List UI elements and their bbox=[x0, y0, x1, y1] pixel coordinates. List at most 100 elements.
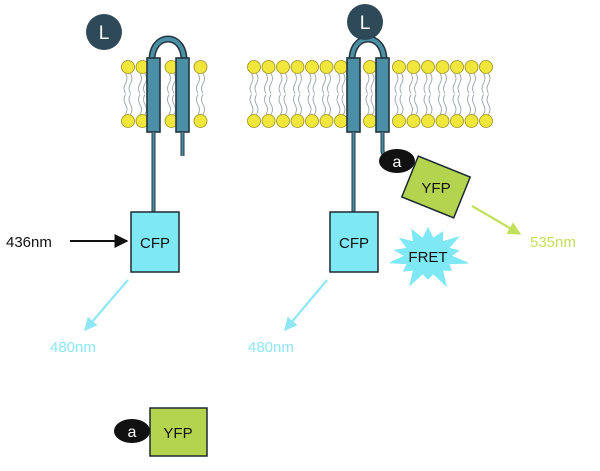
right-ligand-label: L bbox=[360, 13, 371, 34]
lipid-tail bbox=[269, 73, 273, 115]
left-receptor-helix-1 bbox=[146, 57, 161, 133]
lipid-head-icon bbox=[450, 60, 464, 74]
right-panel: L a YFP CFP FRET 535nm 480nm bbox=[247, 4, 576, 356]
lipid-head-icon bbox=[334, 60, 348, 74]
free-binder-label: a bbox=[128, 424, 137, 441]
lipid-head-icon bbox=[392, 114, 406, 128]
lipid-tail bbox=[201, 73, 205, 115]
lipid-head-icon bbox=[290, 114, 305, 128]
lipid-head-icon bbox=[276, 114, 290, 128]
lipid-tail bbox=[278, 73, 283, 115]
lipid-tail bbox=[322, 73, 326, 115]
left-panel: L CFP 436nm 480nm bbox=[6, 14, 208, 356]
lipid-tail bbox=[481, 73, 486, 115]
lipid-head-icon bbox=[464, 114, 479, 128]
lipid-tail bbox=[143, 73, 147, 115]
lipid-head-icon bbox=[276, 60, 290, 74]
lipid-head-icon bbox=[392, 60, 406, 74]
free-probe: YFP a bbox=[114, 407, 208, 457]
fret-label: FRET bbox=[408, 249, 447, 266]
lipid-head-icon bbox=[319, 60, 334, 74]
right-binder-label: a bbox=[393, 154, 402, 171]
lipid-head-icon bbox=[421, 114, 435, 128]
free-yfp-label: YFP bbox=[163, 425, 192, 442]
left-emission-label: 480nm bbox=[50, 339, 96, 356]
lipid-tail bbox=[341, 73, 346, 115]
lipid-tail bbox=[409, 73, 413, 115]
lipid-head-icon bbox=[247, 60, 261, 74]
lipid-tail bbox=[423, 73, 428, 115]
lipid-tail bbox=[298, 73, 302, 115]
lipid-head-icon bbox=[121, 60, 135, 74]
lipid-tail bbox=[167, 73, 171, 115]
lipid-tail bbox=[128, 73, 133, 115]
free-binder-a: a bbox=[114, 419, 150, 443]
right-donor-emission-arrow-icon bbox=[284, 279, 328, 332]
lipid-head-icon bbox=[305, 60, 319, 74]
lipid-tail bbox=[172, 73, 176, 115]
lipid-tail bbox=[264, 73, 268, 115]
left-membrane bbox=[121, 60, 208, 128]
lipid-tail bbox=[438, 73, 442, 115]
lipid-head-icon bbox=[261, 114, 276, 128]
free-yfp-box bbox=[149, 407, 208, 457]
lipid-head-icon bbox=[193, 60, 208, 74]
right-yfp-label: YFP bbox=[421, 180, 450, 197]
lipid-head-icon bbox=[363, 114, 377, 128]
lipid-head-icon bbox=[290, 60, 305, 74]
lipid-head-icon bbox=[435, 114, 450, 128]
right-donor-emission-label: 480nm bbox=[248, 339, 294, 356]
left-emission-arrow-icon bbox=[84, 279, 129, 332]
left-cfp-label: CFP bbox=[140, 235, 170, 252]
lipid-tail bbox=[196, 73, 200, 115]
right-receptor-helix-2 bbox=[375, 57, 390, 133]
lipid-tail bbox=[336, 73, 341, 115]
lipid-tail bbox=[472, 73, 476, 115]
lipid-head-icon bbox=[464, 60, 479, 74]
lipid-tail bbox=[312, 73, 317, 115]
lipid-tail bbox=[486, 73, 491, 115]
right-ligand-circle-icon: L bbox=[347, 4, 383, 40]
right-membrane bbox=[247, 60, 493, 128]
lipid-tail bbox=[254, 73, 259, 115]
lipid-tail bbox=[307, 73, 312, 115]
lipid-tail bbox=[467, 73, 471, 115]
lipid-head-icon bbox=[450, 114, 464, 128]
left-ligand-label: L bbox=[99, 23, 110, 44]
right-receptor-helix-1 bbox=[346, 57, 361, 133]
left-ligand-circle-icon: L bbox=[86, 14, 122, 50]
lipid-head-icon bbox=[421, 60, 435, 74]
lipid-tail bbox=[327, 73, 331, 115]
lipid-tail bbox=[394, 73, 399, 115]
right-binder-a: a bbox=[379, 149, 415, 173]
lipid-tail bbox=[443, 73, 447, 115]
lipid-tail bbox=[283, 73, 288, 115]
lipid-head-icon bbox=[121, 114, 135, 128]
lipid-head-icon bbox=[247, 114, 261, 128]
lipid-head-icon bbox=[363, 60, 377, 74]
right-cfp-box: CFP bbox=[329, 211, 379, 273]
lipid-tail bbox=[452, 73, 457, 115]
lipid-tail bbox=[414, 73, 418, 115]
lipid-head-icon bbox=[334, 114, 348, 128]
lipid-tail bbox=[370, 73, 375, 115]
left-receptor-helix-2 bbox=[175, 57, 190, 133]
lipid-head-icon bbox=[406, 114, 421, 128]
lipid-head-icon bbox=[479, 114, 493, 128]
lipid-head-icon bbox=[479, 60, 493, 74]
left-cfp-box: CFP bbox=[130, 211, 180, 273]
fret-burst-icon: FRET bbox=[389, 226, 469, 288]
lipid-tail bbox=[399, 73, 404, 115]
lipid-tail bbox=[457, 73, 462, 115]
lipid-head-icon bbox=[319, 114, 334, 128]
right-yfp-box: YFP bbox=[400, 155, 472, 219]
lipid-tail bbox=[293, 73, 297, 115]
right-cfp-label: CFP bbox=[339, 235, 369, 252]
lipid-tail bbox=[365, 73, 370, 115]
left-excitation-label: 436nm bbox=[6, 234, 52, 251]
lipid-head-icon bbox=[193, 114, 208, 128]
lipid-head-icon bbox=[406, 60, 421, 74]
right-acceptor-emission-arrow-icon bbox=[471, 205, 522, 235]
lipid-head-icon bbox=[305, 114, 319, 128]
